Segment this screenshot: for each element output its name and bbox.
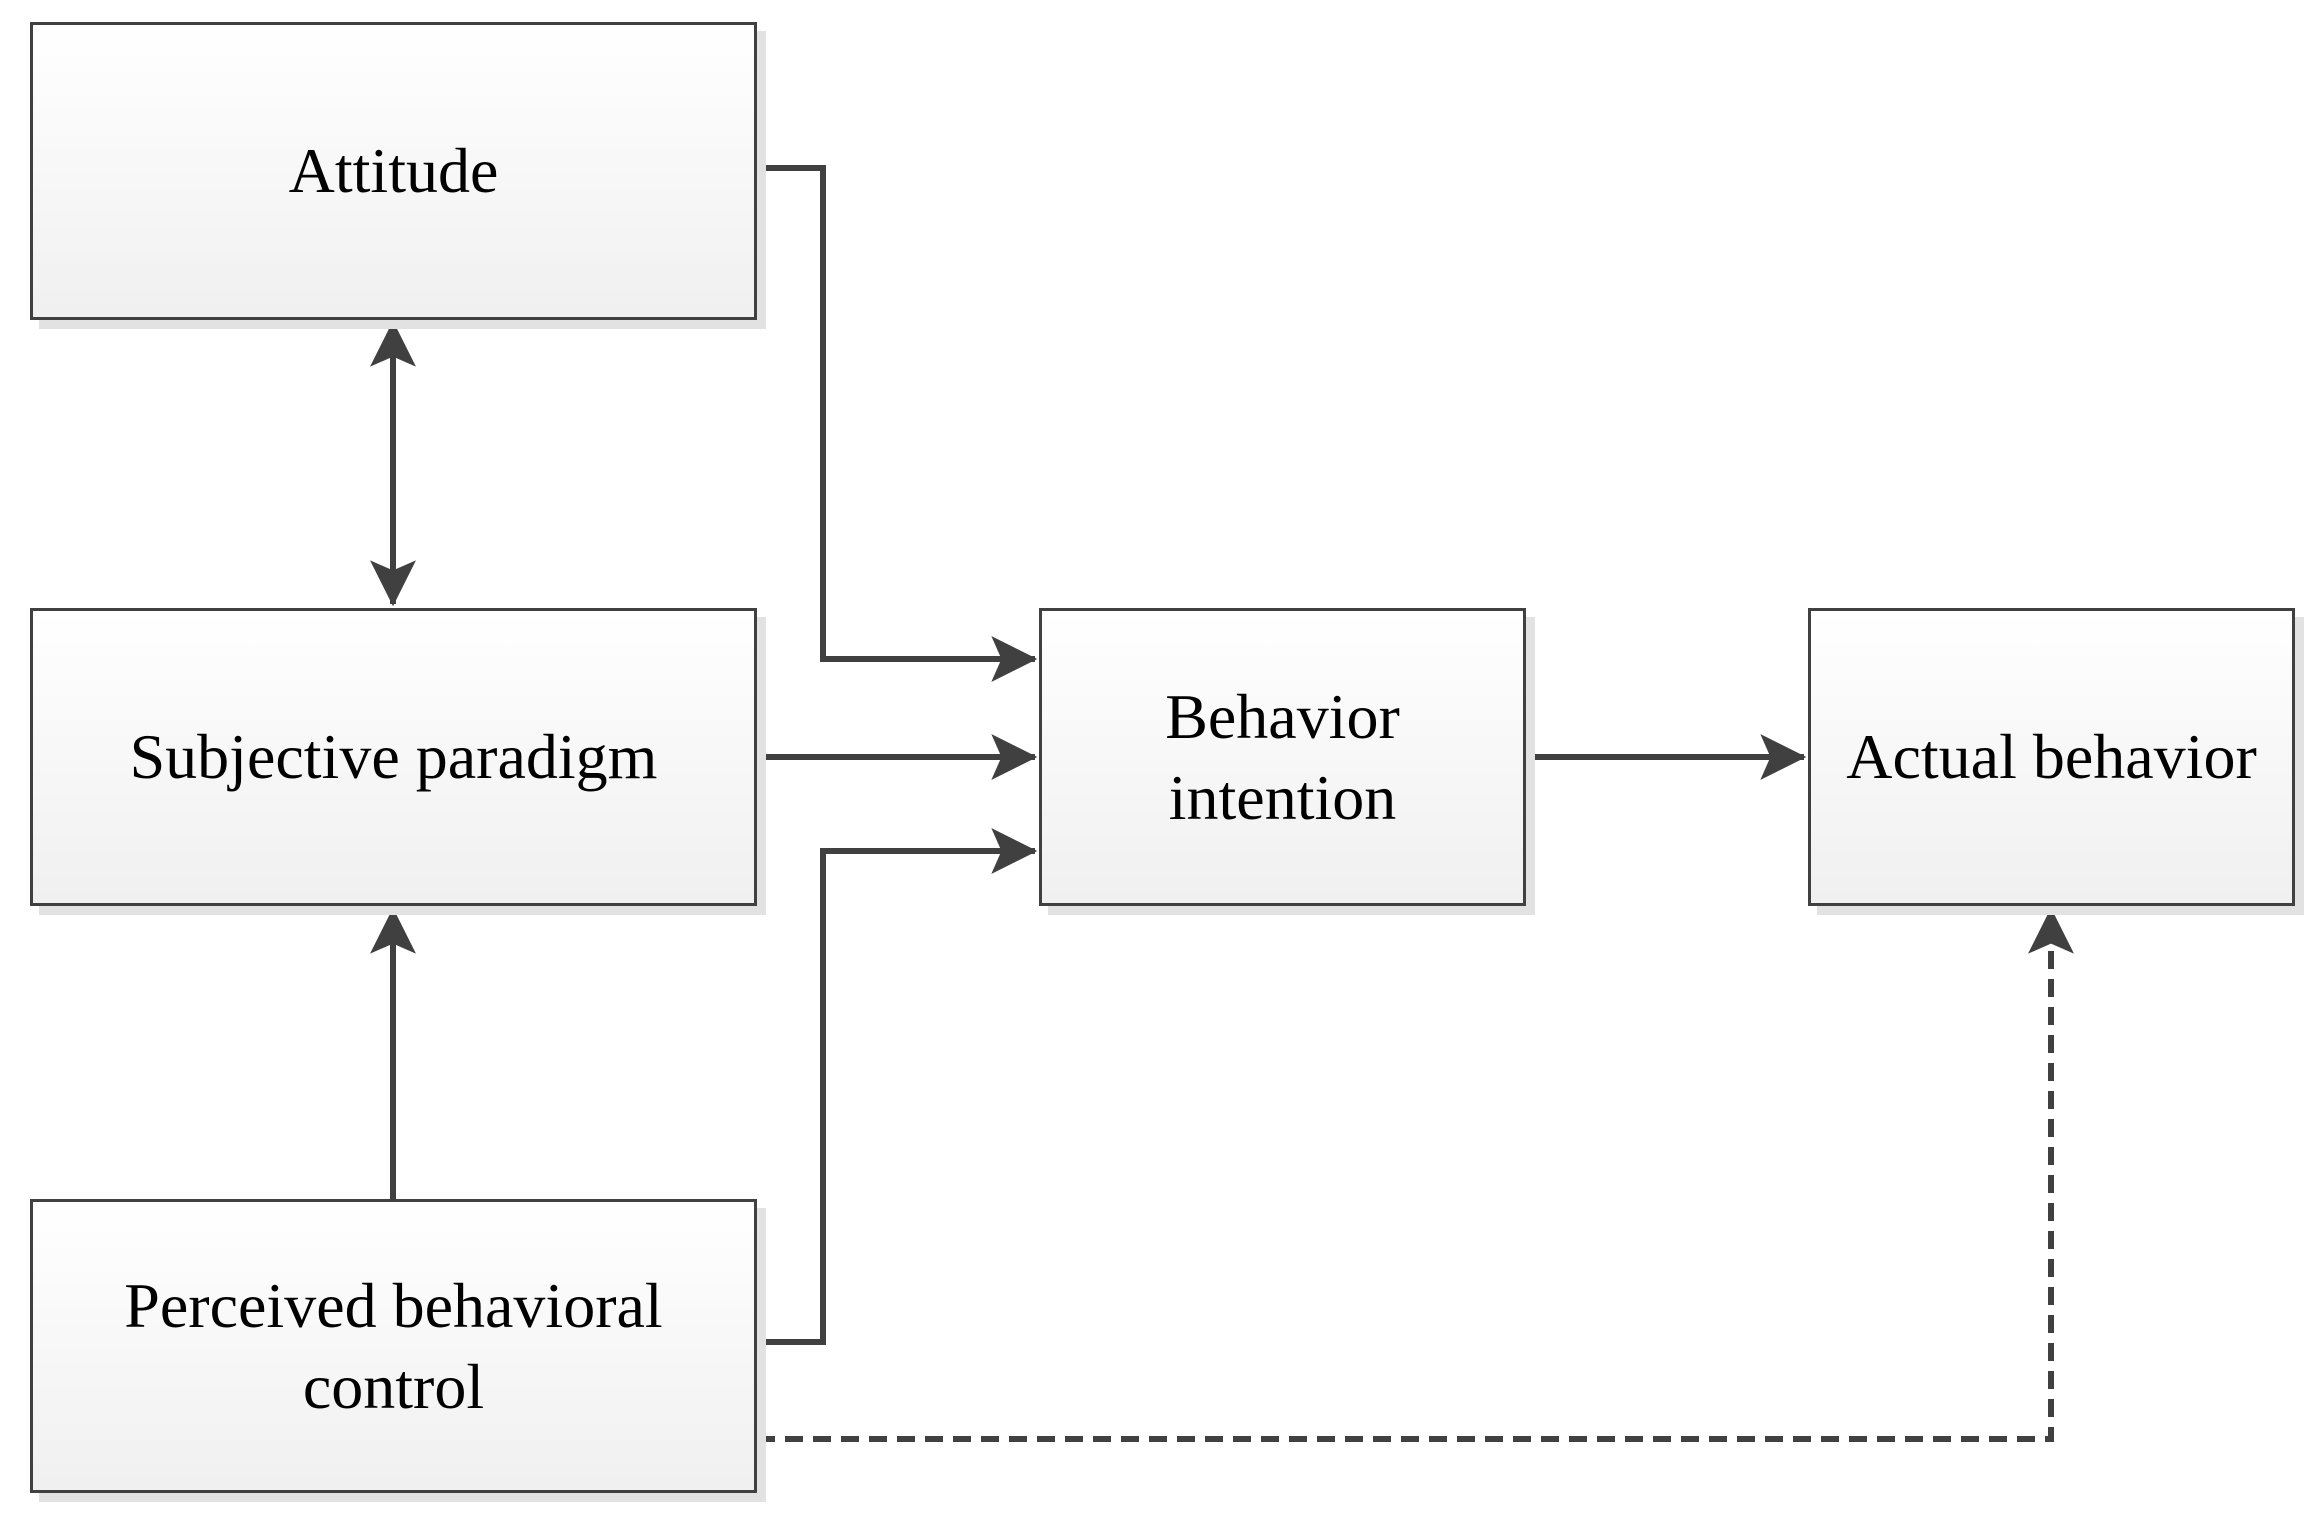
- edge-perceived-actual-dashed: [757, 907, 2074, 1442]
- node-perceived-behavioral-control: Perceived behavioral control: [30, 1199, 757, 1493]
- node-actual-behavior: Actual behavior: [1808, 608, 2295, 906]
- node-behavior-intention-line-2: intention: [1168, 762, 1397, 833]
- node-attitude: Attitude: [30, 22, 757, 320]
- node-actual-behavior-label: Actual behavior: [1846, 721, 2257, 793]
- node-behavior-intention-line-1: Behavior: [1165, 680, 1400, 752]
- node-perceived-behavioral-control-label: Perceived behavioral control: [124, 1265, 662, 1428]
- node-subjective-paradigm-label: Subjective paradigm: [129, 721, 658, 793]
- node-subjective-paradigm: Subjective paradigm: [30, 608, 757, 906]
- edge-attitude-intention: [757, 165, 1038, 682]
- node-perceived-behavioral-control-line-1: Perceived behavioral: [124, 1269, 663, 1341]
- edge-perceived-intention: [757, 828, 1038, 1345]
- node-behavior-intention: Behavior intention: [1039, 608, 1526, 906]
- node-perceived-behavioral-control-line-2: control: [302, 1351, 485, 1422]
- node-behavior-intention-label: Behavior intention: [1165, 676, 1400, 839]
- node-attitude-label: Attitude: [288, 135, 499, 207]
